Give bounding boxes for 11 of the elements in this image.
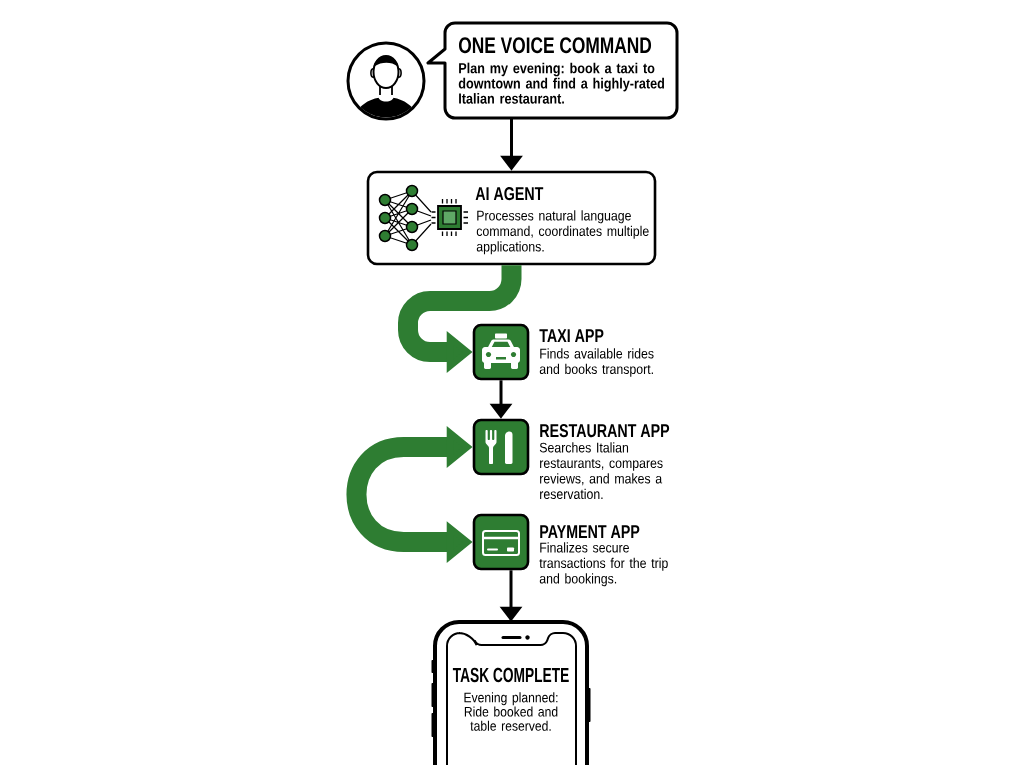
app-description: Finalizes secure transactions for the trip and bookings. bbox=[539, 542, 668, 587]
speech-bubble: ONE VOICE COMMAND Plan my evening: book a taxi to downtown and find a highly-rated Italian restaurant. bbox=[426, 21, 679, 120]
node-label: TASK COMPLETE bbox=[452, 667, 569, 683]
app-title: RESTAURANT APP bbox=[540, 424, 670, 438]
app-description: Searches Italian restaurants, compares reviews, and makes a reservation. bbox=[539, 442, 663, 500]
smartphone: TASK COMPLETE Evening planned: Ride booked and table reserved. bbox=[431, 620, 591, 765]
process-box: AI AGENT Processes natural language command, coordinates multiple applications. bbox=[366, 170, 657, 266]
app-title: TAXI APP bbox=[539, 329, 604, 342]
app-title: PAYMENT APP bbox=[540, 525, 640, 538]
node-label: Evening planned: Ride booked and table reserved. bbox=[464, 692, 558, 731]
app-description: Finds available rides and books transport. bbox=[539, 348, 654, 377]
